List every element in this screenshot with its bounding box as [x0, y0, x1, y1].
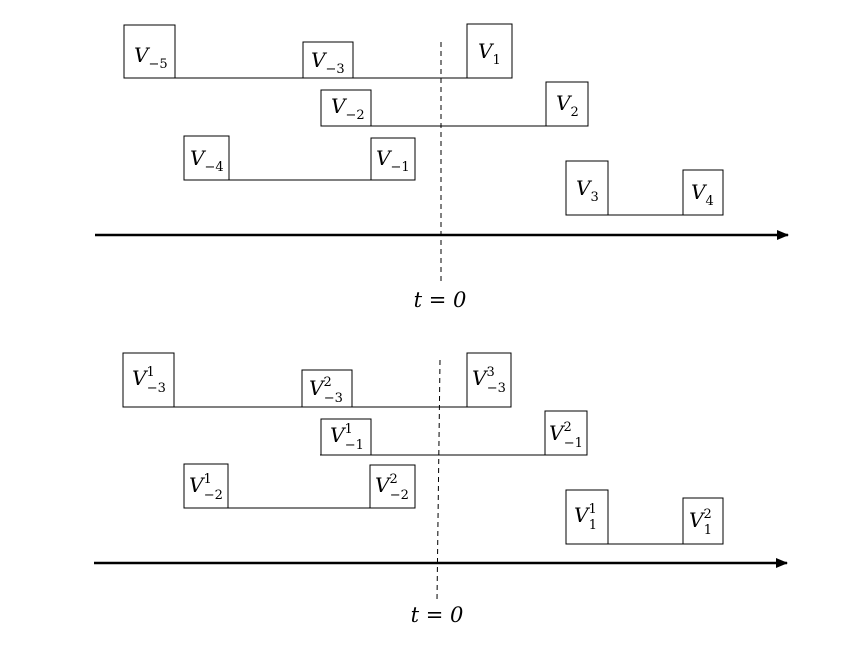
svg-text:V2−3: V2−3	[309, 375, 343, 406]
svg-text:V1−1: V1−1	[330, 422, 364, 453]
svg-text:V1−3: V1−3	[132, 365, 166, 396]
svg-text:V−3: V−3	[311, 48, 345, 77]
t-zero-label: t = 0	[411, 603, 464, 627]
block-v-minus-3: V−3	[302, 41, 354, 79]
svg-text:V2−2: V2−2	[375, 472, 409, 503]
svg-text:V3−3: V3−3	[472, 365, 506, 396]
block-v-minus-1: V−1	[370, 137, 416, 181]
block-v-2: V2	[545, 81, 589, 127]
block-v-minus-3-sup-2: V2−3	[301, 369, 353, 408]
svg-text:V11: V11	[574, 502, 597, 533]
block-v-minus-2-sup-2: V2−2	[369, 464, 416, 509]
block-v-minus-4: V−4	[183, 135, 230, 181]
block-v-minus-2-sup-1: V1−2	[183, 463, 229, 509]
svg-text:V−5: V−5	[134, 43, 168, 72]
svg-text:V−4: V−4	[190, 146, 224, 175]
svg-text:V−2: V−2	[331, 94, 365, 123]
svg-text:V2: V2	[556, 91, 579, 120]
block-v-minus-3-sup-3: V3−3	[466, 352, 512, 408]
svg-text:V3: V3	[576, 176, 599, 205]
svg-text:V21: V21	[689, 507, 712, 538]
svg-text:V1−2: V1−2	[189, 472, 223, 503]
svg-text:V1: V1	[478, 39, 501, 68]
svg-text:V2−1: V2−1	[549, 420, 583, 451]
svg-text:V−1: V−1	[376, 146, 410, 175]
block-v-minus-1-sup-2: V2−1	[544, 410, 588, 456]
svg-text:V4: V4	[691, 180, 714, 209]
block-v-minus-1-sup-1: V1−1	[320, 418, 372, 456]
block-v-1: V1	[466, 23, 513, 79]
t-zero-label: t = 0	[414, 288, 467, 312]
block-v-4: V4	[682, 169, 724, 216]
block-v-minus-2: V−2	[320, 89, 372, 127]
block-v-minus-5: V−5	[123, 24, 176, 79]
block-v-3: V3	[565, 160, 609, 216]
top-panel: V−5 V−3 V1 V−2 V2 V−4 V−1 V3	[95, 23, 789, 312]
block-v-minus-3-sup-1: V1−3	[122, 352, 175, 408]
t-zero-line	[436, 359, 441, 601]
